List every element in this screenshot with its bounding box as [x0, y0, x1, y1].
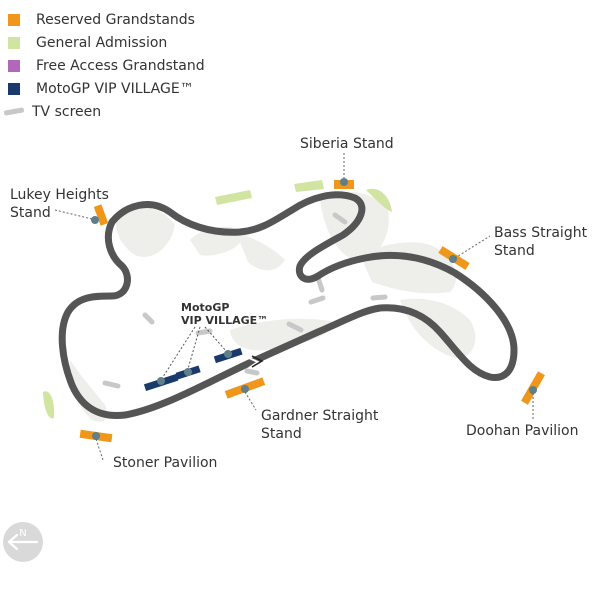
infield-areas — [69, 191, 476, 422]
tv-screen-icon — [102, 380, 121, 389]
legend-item-free-access: Free Access Grandstand — [8, 54, 205, 77]
general-admission-swatch — [8, 36, 20, 49]
gardner-straight-line2: Stand — [261, 426, 302, 442]
bass-straight-stand-label: Bass Straight Stand — [494, 224, 587, 260]
north-label: N — [19, 528, 26, 539]
tv-screen-icon — [332, 212, 348, 225]
vip-callout-lines — [160, 326, 228, 381]
tv-screen-icon — [195, 328, 213, 336]
stoner-pavilion-label: Stoner Pavilion — [113, 455, 218, 471]
doohan-pavilion-label: Doohan Pavilion — [466, 423, 579, 439]
tv-screen-icon — [370, 294, 388, 301]
legend: Reserved Grandstands General Admission F… — [3, 8, 205, 123]
tv-screens — [102, 212, 388, 389]
reserved-swatch — [8, 13, 20, 26]
legend-label: General Admission — [36, 34, 168, 51]
lukey-heights-line2: Stand — [10, 205, 51, 221]
legend-item-vip-village: MotoGP VIP VILLAGE™ — [8, 77, 205, 100]
free-access-swatch — [8, 59, 20, 72]
vip-village-swatch — [8, 82, 20, 95]
legend-item-tv-screen: TV screen — [3, 100, 205, 123]
tv-screen-icon — [308, 295, 326, 305]
vip-village-label: MotoGP VIP VILLAGE™ — [181, 301, 268, 327]
legend-label: TV screen — [32, 103, 102, 120]
legend-item-general-admission: General Admission — [8, 31, 205, 54]
lukey-heights-stand-block — [93, 204, 109, 226]
stand-markers — [91, 178, 537, 440]
legend-label: MotoGP VIP VILLAGE™ — [36, 80, 194, 97]
race-track — [58, 191, 518, 420]
north-arrow-icon: N — [7, 528, 39, 551]
lukey-heights-line1: Lukey Heights — [10, 187, 109, 203]
siberia-stand-label: Siberia Stand — [300, 136, 394, 152]
bass-straight-line1: Bass Straight — [494, 225, 588, 241]
gardner-straight-line1: Gardner Straight — [261, 408, 379, 424]
legend-label: Reserved Grandstands — [36, 11, 195, 28]
tv-screen-icon — [315, 275, 325, 293]
tv-screen-icon — [244, 368, 260, 376]
tv-screen-icon — [142, 312, 155, 325]
general-admission-areas — [43, 180, 392, 419]
lukey-heights-stand-label: Lukey Heights Stand — [10, 186, 109, 222]
bass-straight-line2: Stand — [494, 243, 535, 259]
start-finish-icon — [248, 355, 264, 369]
compass: N — [3, 522, 43, 562]
vip-village-line2: VIP VILLAGE™ — [181, 314, 269, 327]
gardner-straight-stand-label: Gardner Straight Stand — [261, 407, 378, 443]
label-leader-lines — [54, 153, 534, 461]
tv-screen-icon — [286, 321, 304, 333]
legend-item-reserved: Reserved Grandstands — [8, 8, 205, 31]
legend-label: Free Access Grandstand — [36, 57, 205, 74]
vip-village-line1: MotoGP — [181, 301, 230, 314]
